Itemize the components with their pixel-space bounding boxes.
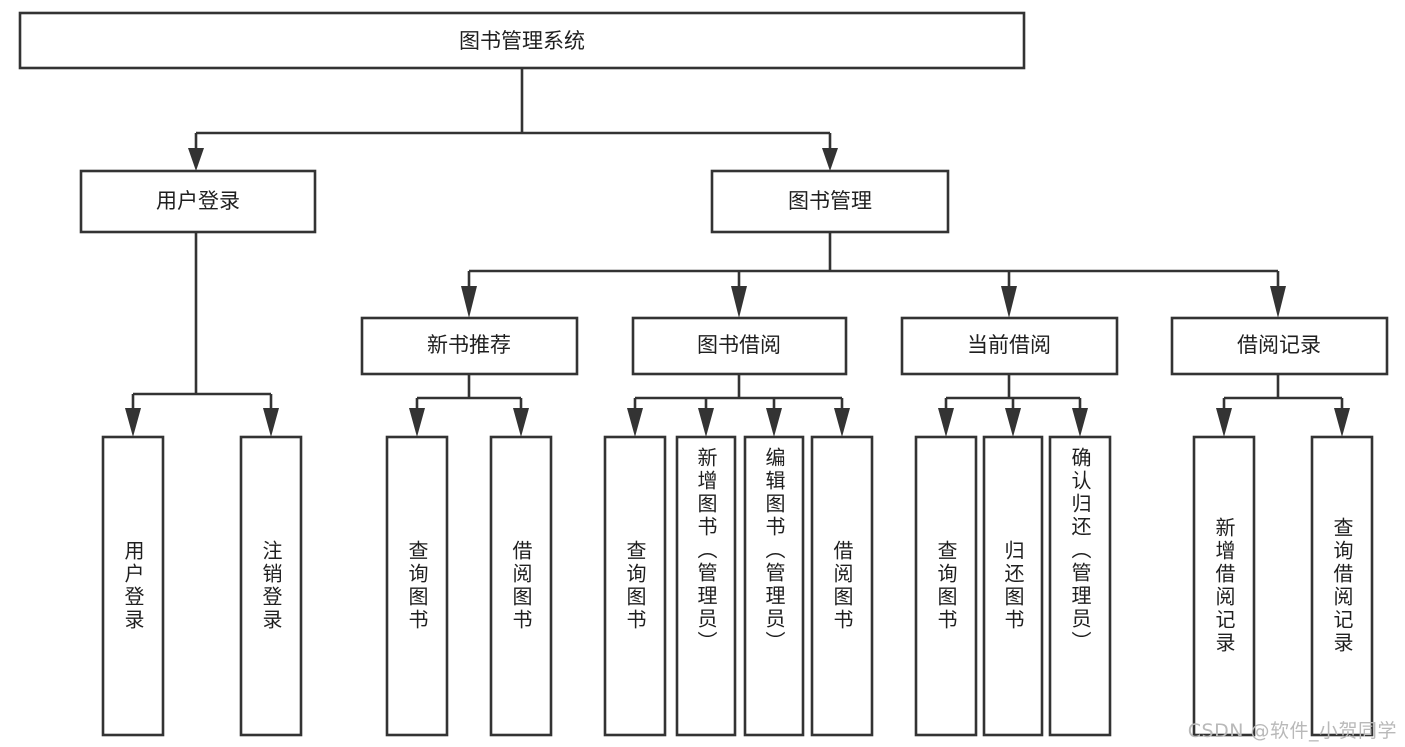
arrow-head-to-user-login [188, 148, 204, 171]
leaf-label-record-add: 新增借阅记录 [1212, 517, 1236, 655]
node-leaf-recommend-borrow-book[interactable] [489, 435, 553, 737]
node-new-book-recommend[interactable] [360, 316, 579, 376]
node-leaf-borrow-add-book-admin[interactable] [675, 435, 737, 737]
node-layer: 图书管理系统 用户登录 图书管理 新书推荐 图书借阅 当前借阅 借阅记录 [18, 11, 1389, 737]
leaf-label-user-login: 用户登录 [121, 540, 145, 632]
connector-layer [125, 68, 1350, 437]
node-leaf-current-confirm-return-admin[interactable] [1048, 435, 1112, 737]
leaf-label-borrow-lend-book: 借阅图书 [830, 540, 854, 632]
arrow-head-borrow-add [698, 408, 714, 437]
node-user-login[interactable] [79, 169, 317, 234]
node-label-borrow-record: 借阅记录 [1237, 333, 1321, 357]
leaf-label-current-return-book: 归还图书 [1001, 540, 1025, 632]
node-book-management[interactable] [710, 169, 950, 234]
arrow-head-borrow-query [627, 408, 643, 437]
node-borrow-record[interactable] [1170, 316, 1389, 376]
node-root-book-management-system[interactable] [18, 11, 1026, 70]
node-label-user-login: 用户登录 [156, 189, 240, 213]
node-leaf-borrow-lend-book[interactable] [810, 435, 874, 737]
arrow-head-borrow-lend [834, 408, 850, 437]
node-label-book-management: 图书管理 [788, 189, 872, 213]
node-label-book-borrow: 图书借阅 [697, 333, 781, 357]
leaf-label-recommend-query-book: 查询图书 [405, 540, 429, 632]
node-leaf-borrow-query-book[interactable] [603, 435, 667, 737]
arrow-head-user-login-leaf [125, 408, 141, 437]
arrow-head-record-query [1334, 408, 1350, 437]
arrow-head-current-return [1005, 408, 1021, 437]
leaf-label-recommend-borrow-book: 借阅图书 [509, 540, 533, 632]
arrow-head-to-book-management [822, 148, 838, 171]
node-leaf-user-login[interactable] [101, 435, 165, 737]
leaf-label-borrow-add-book-admin: 新增图书（管理员） [694, 447, 718, 654]
watermark-text: CSDN @软件_小贺同学 [1187, 720, 1397, 742]
node-leaf-current-return-book[interactable] [982, 435, 1044, 737]
node-label-current-borrow: 当前借阅 [967, 333, 1051, 357]
leaf-label-current-query-book: 查询图书 [934, 540, 958, 632]
node-leaf-borrow-edit-book-admin[interactable] [743, 435, 805, 737]
node-current-borrow[interactable] [900, 316, 1119, 376]
arrow-head-borrow-record [1270, 286, 1286, 318]
arrow-head-newbook-borrow [513, 408, 529, 437]
arrow-head-newbook-query [409, 408, 425, 437]
arrow-head-current-borrow [1001, 286, 1017, 318]
node-label-new-book-recommend: 新书推荐 [427, 333, 511, 357]
arrow-head-logout-leaf [263, 408, 279, 437]
node-leaf-record-query[interactable] [1310, 435, 1374, 737]
arrow-head-book-borrow [731, 286, 747, 318]
arrow-head-current-confirm [1072, 408, 1088, 437]
node-book-borrow[interactable] [631, 316, 848, 376]
node-leaf-record-add[interactable] [1192, 435, 1256, 737]
leaf-label-current-confirm-return-admin: 确认归还（管理员） [1068, 447, 1092, 654]
node-leaf-current-query-book[interactable] [914, 435, 978, 737]
node-leaf-recommend-query-book[interactable] [385, 435, 449, 737]
arrow-head-borrow-edit [766, 408, 782, 437]
node-leaf-logout[interactable] [239, 435, 303, 737]
leaf-label-record-query: 查询借阅记录 [1330, 517, 1354, 655]
arrow-head-current-query [938, 408, 954, 437]
arrow-head-new-book-recommend [461, 286, 477, 318]
leaf-label-borrow-query-book: 查询图书 [623, 540, 647, 632]
arrow-head-record-add [1216, 408, 1232, 437]
node-label-root: 图书管理系统 [459, 29, 585, 53]
leaf-label-logout: 注销登录 [259, 540, 283, 632]
leaf-label-borrow-edit-book-admin: 编辑图书（管理员） [762, 447, 786, 654]
